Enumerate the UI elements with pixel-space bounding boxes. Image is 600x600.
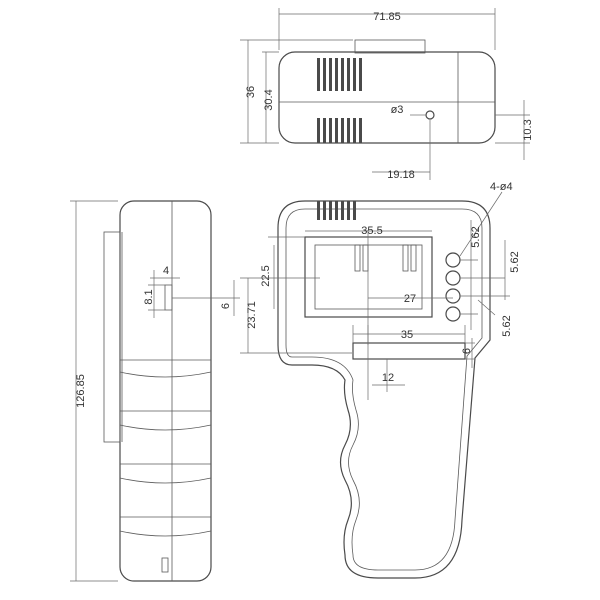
top-view-hole bbox=[425, 110, 435, 120]
front-screen-inner bbox=[314, 244, 423, 310]
dim-top-height-outer: 36 bbox=[245, 86, 257, 98]
dim-side-slot-offset: 6 bbox=[220, 303, 232, 309]
led-3 bbox=[445, 288, 461, 304]
top-vent-upper bbox=[317, 58, 362, 91]
led-4 bbox=[445, 306, 461, 322]
dim-side-length: 126.85 bbox=[75, 374, 87, 408]
dim-led-pitch-2: 5.62 bbox=[509, 251, 521, 272]
dim-screen-width: 35.5 bbox=[361, 225, 382, 237]
dim-side-slot-width: 4 bbox=[163, 265, 169, 277]
dim-led-count-dia: 4-ø4 bbox=[490, 181, 513, 193]
top-view: 71.85 36 30.4 ø3 10.3 19.18 bbox=[240, 8, 534, 181]
dim-slot-offset: 12 bbox=[382, 372, 394, 384]
dim-screen-offset: 23.71 bbox=[246, 301, 258, 329]
dim-top-width: 71.85 bbox=[373, 11, 401, 23]
top-vent-lower bbox=[317, 118, 362, 143]
side-view: 126.85 4 8.1 6 bbox=[70, 200, 240, 582]
dim-led-pitch-3: 5.62 bbox=[501, 315, 513, 336]
dim-slot-height: 6 bbox=[461, 348, 473, 354]
front-vent bbox=[317, 201, 356, 220]
dim-led-pitch-1: 5.62 bbox=[470, 226, 482, 247]
side-view-body bbox=[119, 200, 212, 582]
dim-hole-offset: 10.3 bbox=[522, 119, 534, 140]
dim-top-height-inner: 30.4 bbox=[263, 89, 275, 110]
front-view-outline bbox=[277, 200, 491, 579]
dim-slot-width: 35 bbox=[401, 329, 413, 341]
led-1 bbox=[445, 252, 461, 268]
dim-screen-height: 22.5 bbox=[260, 265, 272, 286]
front-screen-outer bbox=[304, 236, 433, 318]
dim-hole-diameter: ø3 bbox=[391, 104, 404, 116]
dim-hole-x: 19.18 bbox=[387, 169, 415, 181]
front-bottom-slot bbox=[352, 342, 466, 360]
led-2 bbox=[445, 270, 461, 286]
side-view-clip bbox=[103, 231, 121, 443]
dim-screen-inner: 27 bbox=[404, 293, 416, 305]
top-view-clip bbox=[354, 39, 426, 54]
side-view-port bbox=[161, 557, 169, 573]
dim-side-slot-height: 8.1 bbox=[143, 289, 155, 304]
side-view-slot bbox=[164, 284, 173, 311]
front-view: 35.5 22.5 23.71 27 35 6 12 4-ø4 bbox=[240, 181, 521, 579]
top-view-body bbox=[278, 51, 496, 144]
